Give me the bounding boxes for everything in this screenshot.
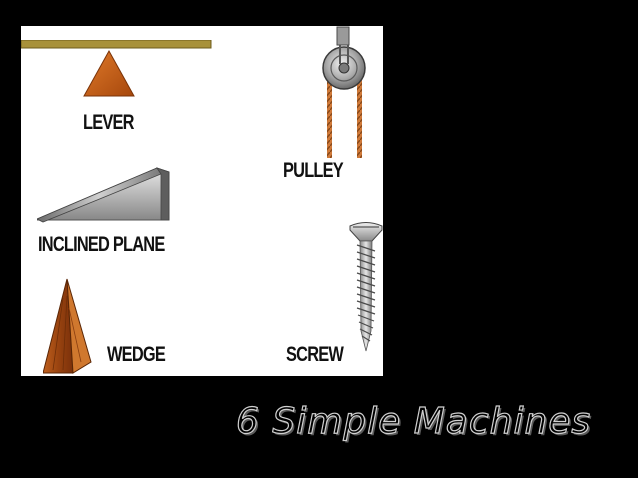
lever-label: LEVER <box>83 111 134 134</box>
wedge-label: WEDGE <box>107 343 166 366</box>
pulley-icon <box>322 26 366 158</box>
lever-icon <box>21 40 212 97</box>
pulley-label: PULLEY <box>283 159 344 182</box>
machines-panel: LEVER PULLEY <box>21 26 383 376</box>
slide-title: 6 Simple Machines <box>235 401 592 442</box>
screw-label: SCREW <box>286 343 344 366</box>
screw-icon <box>349 222 383 352</box>
inclined-plane-icon <box>37 167 170 223</box>
wedge-icon <box>43 278 92 374</box>
inclined-plane-label: INCLINED PLANE <box>38 233 165 256</box>
